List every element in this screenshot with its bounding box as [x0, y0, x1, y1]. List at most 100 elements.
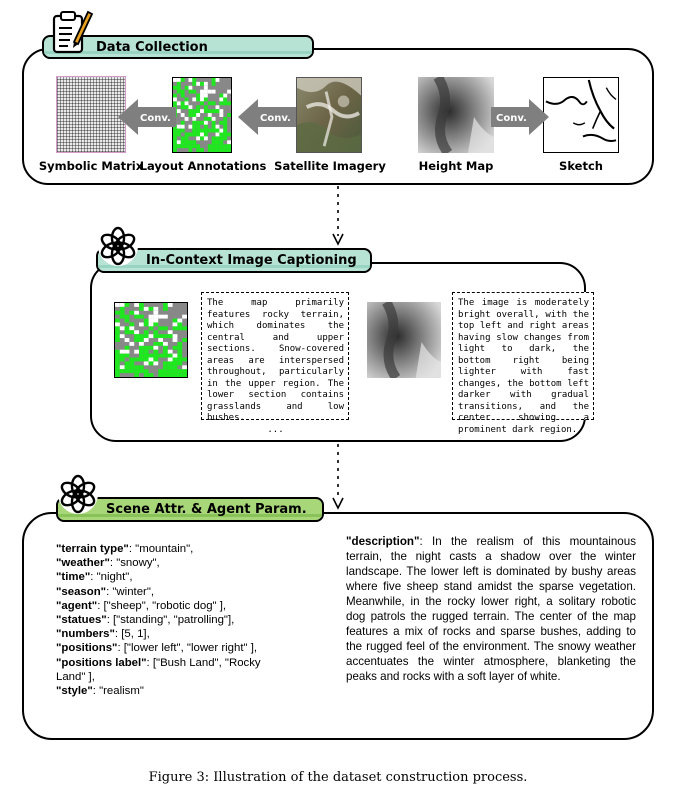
- layout-cell: [184, 85, 189, 90]
- layout-cell: [203, 85, 208, 90]
- layout-cell: [163, 369, 168, 374]
- layout-cell: [177, 341, 183, 346]
- layout-cell: [196, 148, 201, 152]
- layout-cell: [203, 97, 208, 102]
- layout-cell: [227, 101, 231, 106]
- layout-cell: [180, 78, 185, 82]
- clipboard-pencil-icon: [52, 10, 94, 54]
- layout-cell: [200, 97, 204, 102]
- layout-cell: [188, 78, 193, 82]
- layout-cell: [223, 128, 228, 133]
- layout-cell: [180, 124, 185, 129]
- layout-cell: [115, 361, 120, 366]
- layout-cell: [192, 116, 197, 121]
- layout-cell: [129, 322, 135, 327]
- layout-cell: [153, 318, 159, 323]
- layout-cell: [182, 357, 187, 362]
- attribute-value: : [5, 1],: [114, 628, 150, 641]
- layout-cell: [129, 310, 135, 315]
- layout-cell: [134, 310, 139, 315]
- layout-cell: [203, 128, 208, 133]
- layout-cell: [176, 78, 181, 82]
- layout-cell: [215, 144, 220, 149]
- layout-cell: [134, 338, 139, 342]
- layout-cell: [124, 353, 130, 358]
- layout-cell: [196, 93, 201, 98]
- layout-cell: [223, 93, 228, 98]
- layout-cell: [158, 373, 163, 377]
- layout-cell: [211, 144, 216, 149]
- layout-cell: [124, 318, 130, 323]
- sketch-label: Sketch: [559, 159, 603, 173]
- layout-cell: [148, 314, 154, 319]
- layout-cell: [188, 113, 193, 117]
- layout-cell: [207, 89, 212, 94]
- attribute-key: "positions": [56, 642, 118, 655]
- layout-cell: [219, 144, 224, 149]
- layout-cell: [129, 365, 135, 370]
- layout-cell: [139, 353, 144, 358]
- layout-cell: [188, 140, 193, 145]
- layout-cell: [196, 120, 201, 125]
- layout-cell: [173, 128, 177, 133]
- captioning-tab: In-Context Image Captioning: [96, 248, 372, 273]
- layout-cell: [176, 124, 181, 129]
- layout-cell: [124, 361, 130, 366]
- layout-cell: [158, 338, 163, 342]
- satellite-imagery-label: Satellite Imagery: [274, 159, 386, 173]
- attribute-line: "time": "night",: [56, 570, 326, 584]
- layout-cell: [139, 338, 144, 342]
- layout-cell: [192, 97, 197, 102]
- layout-cell: [134, 334, 139, 339]
- layout-cell: [143, 334, 149, 339]
- attribute-value: : "snowy",: [109, 557, 160, 570]
- conv-arrow-1-label: Conv.: [140, 113, 171, 124]
- layout-cell: [180, 105, 185, 110]
- layout-cell: [215, 109, 220, 114]
- layout-cell: [143, 349, 149, 354]
- layout-cell: [163, 326, 168, 331]
- layout-cell: [223, 120, 228, 125]
- layout-cell: [134, 365, 139, 370]
- attribute-value: : ["standing", "patrolling"],: [106, 614, 235, 627]
- layout-cell: [163, 361, 168, 366]
- layout-cell: [223, 116, 228, 121]
- layout-cell: [119, 369, 125, 374]
- layout-cell: [167, 361, 173, 366]
- layout-cell: [143, 361, 149, 366]
- layout-cell: [211, 124, 216, 129]
- layout-cell: [163, 334, 168, 339]
- layout-cell: [192, 78, 197, 82]
- layout-cell: [182, 326, 187, 331]
- layout-cell: [167, 330, 173, 335]
- layout-cell: [148, 322, 154, 327]
- layout-cell: [163, 314, 168, 319]
- layout-cell: [115, 303, 120, 307]
- attribute-key: "numbers": [56, 628, 115, 641]
- layout-cell: [177, 349, 183, 354]
- layout-cell: [129, 326, 135, 331]
- layout-cell: [192, 89, 197, 94]
- layout-cell: [188, 124, 193, 129]
- layout-cell: [124, 349, 130, 354]
- layout-cell: [119, 303, 125, 307]
- layout-cell: [153, 314, 159, 319]
- attribute-value: : ["lower left", "lower right" ],: [117, 642, 258, 655]
- layout-cell: [119, 353, 125, 358]
- layout-cell: [148, 306, 154, 311]
- layout-cell: [153, 322, 159, 327]
- layout-cell: [153, 345, 159, 350]
- layout-cell: [177, 357, 183, 362]
- layout-cell: [148, 334, 154, 339]
- layout-cell: [139, 341, 144, 346]
- layout-cell: [196, 144, 201, 149]
- layout-cell: [196, 136, 201, 141]
- layout-cell: [139, 334, 144, 339]
- height-map-image: [418, 77, 494, 153]
- layout-cell: [211, 116, 216, 121]
- layout-cell: [134, 373, 139, 377]
- layout-cell: [153, 341, 159, 346]
- scene-description: "description": In the realism of this mo…: [346, 534, 636, 684]
- layout-cell: [163, 306, 168, 311]
- layout-cell: [129, 330, 135, 335]
